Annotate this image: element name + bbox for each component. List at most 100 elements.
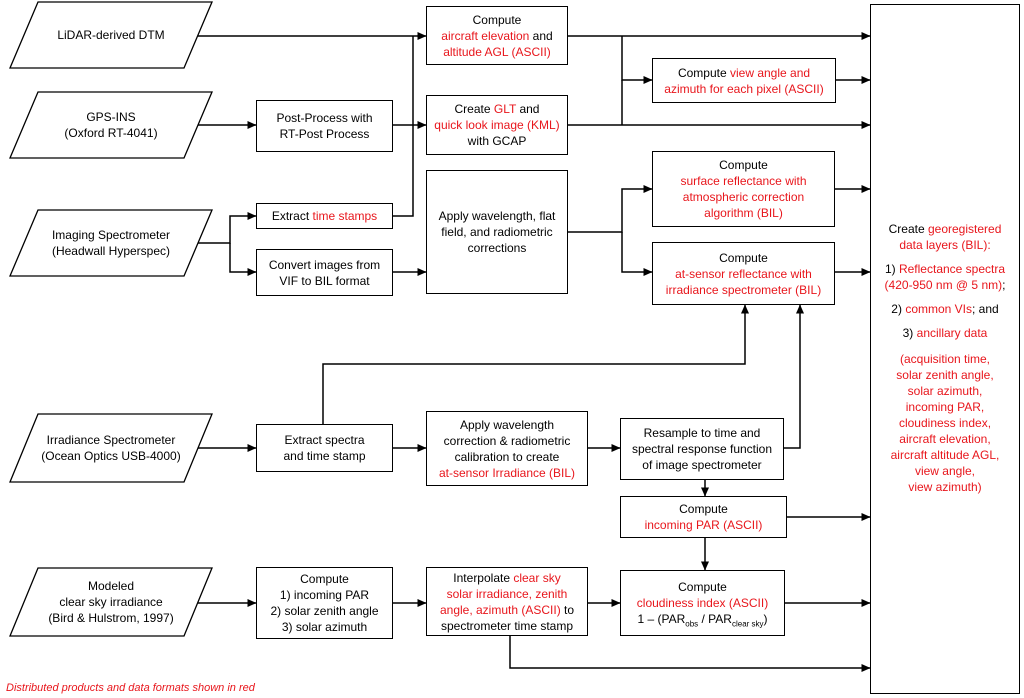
glt-create: Create — [454, 102, 494, 116]
modeled-line-1: Modeled — [87, 579, 135, 593]
output-common-vis: common VIs — [905, 302, 972, 316]
ancillary-item: (acquisition time, — [899, 352, 991, 366]
modeled-line-3: (Bird & Hulstrom, 1997) — [48, 611, 174, 625]
output-item-3: 3) ancillary data — [903, 325, 988, 341]
arrow-wavelength-to-atsensor — [621, 232, 653, 276]
modeled-line-2: clear sky irradiance — [59, 595, 163, 609]
box-compute-view-angle: Compute view angle and azimuth for each … — [652, 58, 836, 103]
output-item1-semicolon: ; — [1002, 278, 1006, 292]
interp-red: clear sky — [513, 570, 561, 585]
cloudiness-line-1: Compute — [678, 580, 727, 594]
box-output-data-layers: Create georegistered data layers (BIL): … — [870, 4, 1020, 694]
output-item2-and: ; and — [972, 302, 999, 316]
lidar-line-1: LiDAR-derived DTM — [57, 28, 165, 42]
ancillary-item: aircraft altitude AGL, — [890, 448, 1000, 462]
box-interpolate-clear-sky: Interpolate clear sky solar irradiance, … — [426, 567, 588, 636]
aircraft-line-3: altitude AGL (ASCII) — [443, 44, 551, 59]
par-line-2: incoming PAR (ASCII) — [644, 518, 763, 532]
glt-line-3: with GCAP — [467, 134, 527, 148]
output-ancillary-data: ancillary data — [916, 326, 988, 340]
extract-ts-text: Extract time stamps — [272, 208, 377, 224]
imaging-line-2: (Headwall Hyperspec) — [51, 244, 171, 258]
box-post-process: Post-Process with RT-Post Process — [256, 100, 393, 152]
ancillary-item: view azimuth) — [908, 480, 982, 494]
input-modeled-irradiance: Modeled clear sky irradiance (Bird & Hul… — [10, 568, 212, 636]
arrow-imaging-to-extract — [198, 212, 257, 244]
interp-line-3: angle, azimuth (ASCII) to — [440, 602, 574, 618]
output-create-line: Create georegistered — [889, 221, 1002, 237]
computepar-line-4: 3) solar azimuth — [281, 620, 368, 634]
resample-line-1: Resample to time and — [643, 426, 761, 440]
ancillary-item: solar zenith angle, — [896, 368, 994, 382]
viewangle-line-1: Compute view angle and — [678, 65, 810, 81]
input-lidar-dtm: LiDAR-derived DTM — [10, 2, 212, 68]
box-convert-images: Convert images from VIF to BIL format — [256, 249, 393, 296]
postprocess-line-2: RT-Post Process — [279, 127, 370, 141]
output-item-2: 2) common VIs; and — [891, 301, 998, 317]
resample-line-2: spectral response function — [631, 442, 773, 456]
wavelength-line-1: Apply wavelength, flat — [438, 209, 556, 223]
extract-spectra-line-2: and time stamp — [283, 449, 366, 463]
lidar-dtm-shape — [9, 1, 213, 69]
glt-and: and — [516, 102, 540, 116]
applywl-line-4: at-sensor Irradiance (BIL) — [438, 465, 576, 480]
interp-red-3: angle, azimuth (ASCII) — [439, 602, 561, 617]
output-item-1: 1) Reflectance spectra — [885, 261, 1005, 277]
box-incoming-par: Compute incoming PAR (ASCII) — [620, 496, 787, 538]
convert-line-2: VIF to BIL format — [279, 273, 370, 288]
atsensor-line-2: at-sensor reflectance with — [675, 266, 812, 281]
glt-line-2: quick look image (KML) — [434, 118, 560, 132]
par-line-1: Compute — [679, 502, 728, 516]
line-timestamps-up — [393, 36, 414, 217]
formula-sub-obs: obs — [685, 619, 699, 629]
viewangle-red: view angle and — [729, 65, 811, 80]
input-imaging-spectrometer: Imaging Spectrometer (Headwall Hyperspec… — [10, 210, 212, 276]
convert-line-1: Convert images from — [268, 257, 381, 272]
aircraft-line-2: aircraft elevation and — [441, 28, 552, 44]
computepar-line-2: 1) incoming PAR — [279, 588, 370, 602]
box-compute-aircraft-elevation: Compute aircraft elevation and altitude … — [426, 6, 568, 65]
atsensor-line-1: Compute — [719, 250, 768, 265]
interp-line-1: Interpolate clear sky — [453, 570, 560, 586]
surface-line-4: algorithm (BIL) — [704, 206, 783, 220]
viewangle-line-2: azimuth for each pixel (ASCII) — [664, 81, 824, 96]
box-resample: Resample to time and spectral response f… — [620, 418, 784, 480]
output-item1-num: 1) — [884, 262, 899, 276]
formula-end: ) — [763, 612, 768, 626]
output-range: (420-950 nm @ 5 nm) — [884, 278, 1003, 292]
irradiance-spectrometer-shape — [9, 413, 213, 483]
ancillary-item: solar azimuth, — [907, 384, 983, 398]
computepar-line-1: Compute — [300, 572, 349, 586]
interp-line-4: spectrometer time stamp — [440, 618, 574, 633]
extract-spectra-line-1: Extract spectra — [284, 433, 365, 447]
input-irradiance-spectrometer: Irradiance Spectrometer (Ocean Optics US… — [10, 414, 212, 482]
gps-line-2: (Oxford RT-4041) — [64, 126, 158, 140]
box-apply-wavelength-corrections: Apply wavelength, flat field, and radiom… — [426, 170, 568, 294]
gps-line-1: GPS-INS — [86, 110, 136, 124]
arrow-resample-up-to-atsensor — [784, 304, 804, 449]
output-item2-num: 2) — [891, 302, 906, 316]
applywl-line-3: calibration to create — [454, 449, 560, 464]
box-create-glt: Create GLT and quick look image (KML) wi… — [426, 95, 568, 155]
ancillary-item: cloudiness index, — [898, 416, 992, 430]
irradiance-line-1: Irradiance Spectrometer — [46, 433, 176, 447]
box-compute-par-angles: Compute 1) incoming PAR 2) solar zenith … — [256, 567, 393, 639]
formula-sub-clearsky: clear sky — [731, 619, 764, 629]
formula-mid: / PAR — [698, 612, 732, 626]
resample-line-3: of image spectrometer — [642, 458, 762, 472]
surface-line-2: surface reflectance with — [680, 174, 807, 188]
interp-prefix: Interpolate — [453, 570, 514, 585]
ancillary-item: incoming PAR, — [905, 400, 985, 414]
applywl-line-2: correction & radiometric — [443, 433, 571, 448]
aircraft-and: and — [529, 28, 553, 43]
glt-line-1: Create GLT and — [455, 101, 540, 117]
output-data-layers: data layers (BIL): — [899, 238, 991, 252]
wavelength-line-2: field, and radiometric — [441, 225, 553, 239]
irradiance-line-2: (Ocean Optics USB-4000) — [41, 449, 181, 463]
formula-pre: 1 – (PAR — [637, 612, 686, 626]
box-cloudiness-index: Compute cloudiness index (ASCII) 1 – (PA… — [620, 570, 785, 636]
box-extract-spectra: Extract spectra and time stamp — [256, 424, 393, 472]
arrow-wavelength-to-surface — [568, 185, 653, 233]
output-item-1b: (420-950 nm @ 5 nm); — [885, 277, 1006, 293]
